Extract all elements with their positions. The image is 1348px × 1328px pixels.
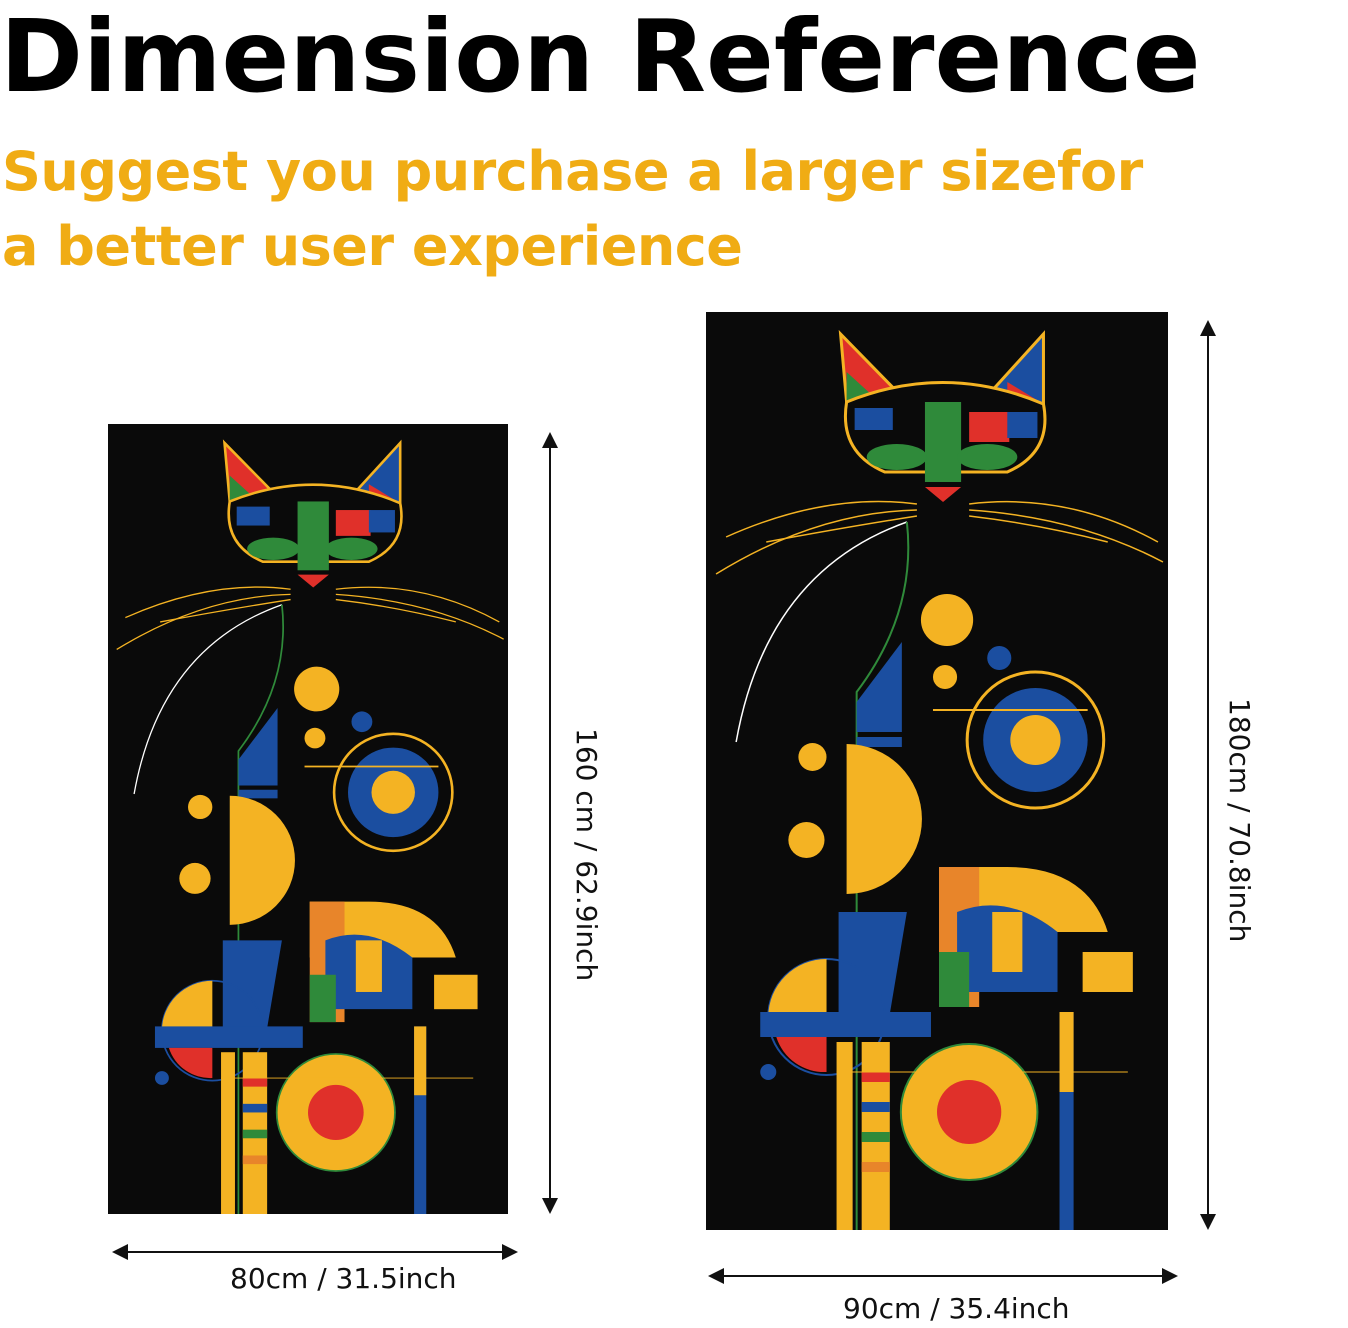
small-width-arrow: [112, 1244, 518, 1260]
small-width-label: 80cm / 31.5inch: [230, 1262, 457, 1295]
large-width-label: 90cm / 35.4inch: [843, 1292, 1070, 1325]
subtitle-line-2: a better user experience: [2, 215, 743, 278]
towel-large-image: [706, 312, 1168, 1230]
subtitle-line-1: Suggest you purchase a larger sizefor: [2, 140, 1143, 203]
large-width-arrow: [708, 1268, 1178, 1284]
small-height-arrow: [542, 432, 558, 1214]
large-height-arrow: [1200, 320, 1216, 1230]
small-height-label: 160 cm / 62.9inch: [570, 728, 603, 982]
page-title: Dimension Reference: [0, 0, 1201, 115]
towel-small-image: [108, 424, 508, 1214]
large-height-label: 180cm / 70.8inch: [1223, 698, 1256, 943]
